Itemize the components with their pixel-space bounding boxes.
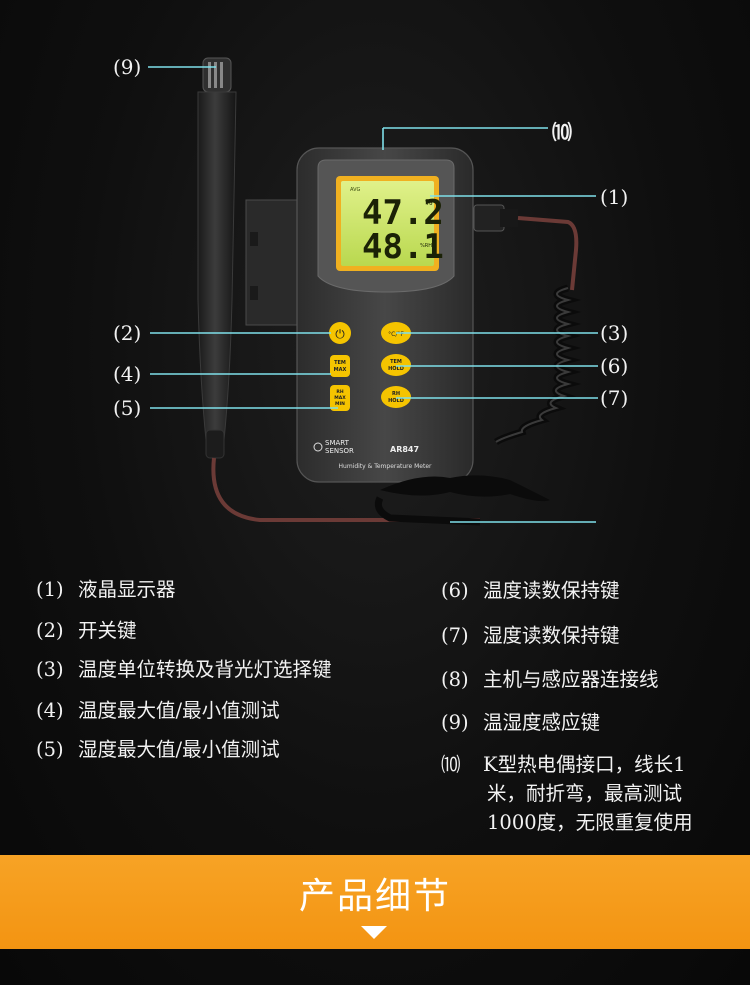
callout-4: (4) [113, 362, 142, 386]
callout-7: (7) [600, 386, 629, 410]
svg-text:HOLD: HOLD [388, 398, 404, 404]
rh-hold-button[interactable]: RH HOLD [381, 386, 411, 408]
tem-max-button[interactable]: TEM MAX [330, 355, 350, 377]
lcd-rh-unit: %RH [420, 243, 432, 249]
meter-body: AVG 47.2 % 48.1 %RH [296, 147, 518, 483]
svg-text:°C/°F: °C/°F [388, 331, 404, 338]
callout-1: (1) [600, 185, 629, 209]
callout-3: (3) [600, 321, 629, 345]
svg-text:HOLD: HOLD [388, 366, 404, 372]
desc-item-9: (9)温湿度感应键 [441, 711, 601, 734]
svg-text:MAX: MAX [334, 395, 346, 401]
desc-item-5: (5)湿度最大值/最小值测试 [36, 738, 280, 761]
svg-text:MAX: MAX [334, 367, 347, 373]
svg-text:SMART: SMART [325, 439, 350, 447]
desc-item-4: (4)温度最大值/最小值测试 [36, 699, 280, 722]
desc-item-2: (2)开关键 [36, 619, 137, 642]
sensor-probe [197, 57, 237, 459]
rh-max-min-button[interactable]: RH MAX MIN [330, 385, 350, 411]
section-banner: 产品细节 [0, 855, 750, 949]
callout-5: (5) [113, 396, 142, 420]
svg-text:MIN: MIN [335, 401, 345, 407]
svg-text:TEM: TEM [334, 360, 346, 366]
desc-item-1: (1)液晶显示器 [36, 578, 176, 601]
callout-2: (2) [113, 321, 142, 345]
desc-item-3: (3)温度单位转换及背光灯选择键 [36, 658, 332, 681]
svg-text:TEM: TEM [390, 359, 402, 365]
tem-hold-button[interactable]: TEM HOLD [381, 354, 411, 376]
meter-illustration: AVG 47.2 % 48.1 %RH ⏻ °C/°F TEM MAX TEM … [148, 57, 598, 523]
desc-item-10-line-3: 1000度，无限重复使用 [487, 811, 693, 834]
banner-title: 产品细节 [298, 876, 451, 917]
lcd-temperature: 47.2 [362, 193, 444, 233]
power-button[interactable]: ⏻ [329, 322, 351, 344]
lcd-avg: AVG [350, 187, 361, 193]
desc-item-8: (8)主机与感应器连接线 [441, 668, 659, 691]
desc-item-10-line-2: 米，耐折弯，最高测试 [487, 782, 683, 805]
svg-text:RH: RH [392, 391, 400, 397]
connection-cable [211, 457, 480, 522]
desc-item-10: ⑽K型热电偶接口，线长1 [441, 753, 686, 776]
callout-10: ⑽ [552, 120, 572, 144]
lcd-percent: % [425, 198, 433, 207]
probe-holder [245, 199, 301, 326]
chevron-down-icon [361, 926, 387, 939]
model-name: AR847 [390, 445, 419, 454]
desc-item-6: (6)温度读数保持键 [441, 579, 620, 602]
svg-text:SENSOR: SENSOR [325, 447, 354, 455]
brand-logo: SMART SENSOR [313, 439, 354, 455]
svg-text:RH: RH [336, 389, 343, 395]
desc-item-7: (7)湿度读数保持键 [441, 624, 620, 647]
callout-9: (9) [113, 55, 142, 79]
callout-lines [148, 66, 598, 523]
callout-6: (6) [600, 354, 629, 378]
lcd-screen [341, 181, 434, 266]
power-icon: ⏻ [335, 327, 345, 341]
device-subtitle: Humidity & Temperature Meter [339, 463, 433, 470]
lcd-humidity: 48.1 [362, 227, 444, 267]
